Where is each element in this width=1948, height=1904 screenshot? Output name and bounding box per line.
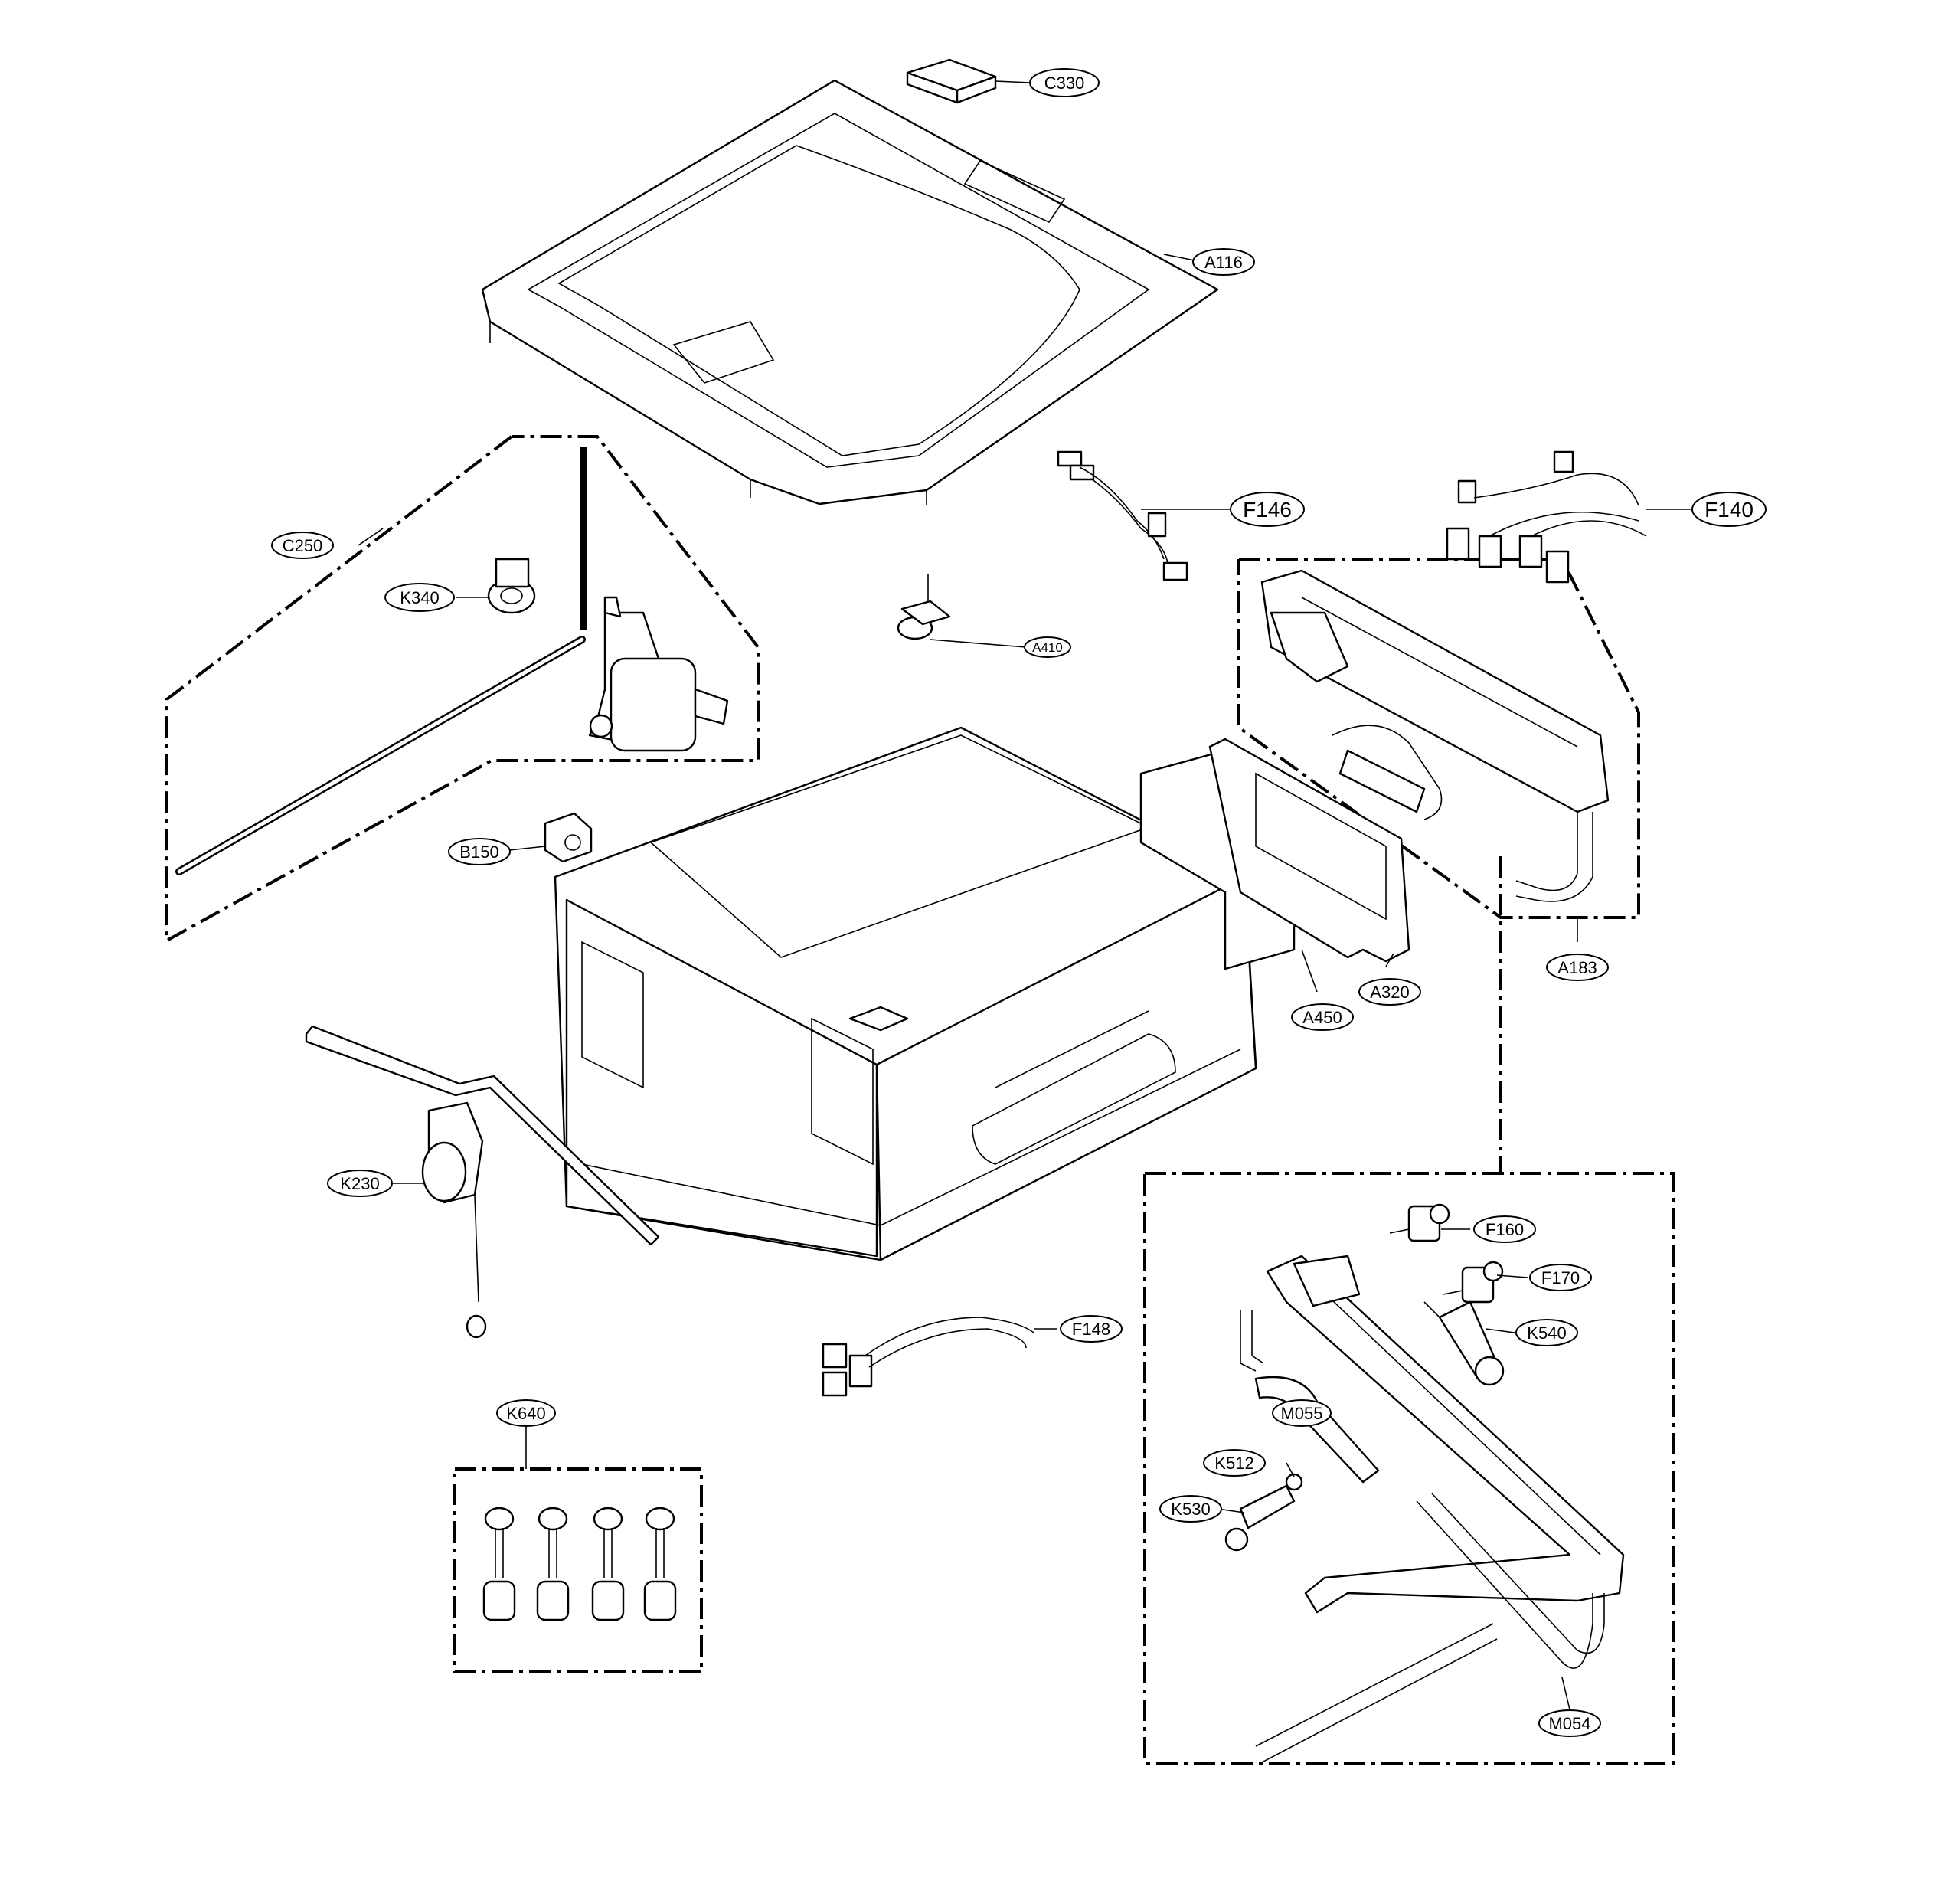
label-f146: F146: [1230, 492, 1305, 527]
sensor-k230-part: [421, 1101, 487, 1339]
svg-text:A320: A320: [1370, 983, 1409, 1002]
svg-text:K230: K230: [340, 1174, 379, 1193]
base-cabinet-part: [554, 726, 1257, 1261]
label-a410: A410: [1024, 636, 1071, 658]
svg-text:B150: B150: [459, 842, 498, 862]
label-f148: F148: [1060, 1315, 1123, 1343]
svg-text:F170: F170: [1541, 1268, 1580, 1287]
label-k540: K540: [1515, 1319, 1578, 1346]
drain-pump-part: [588, 596, 729, 752]
label-f170: F170: [1529, 1264, 1592, 1291]
label-k230: K230: [327, 1170, 393, 1197]
label-c330: C330: [1029, 68, 1100, 97]
hose-m055-part: [1240, 1310, 1380, 1484]
label-b150: B150: [448, 838, 511, 865]
label-f160: F160: [1473, 1215, 1536, 1243]
svg-text:K530: K530: [1171, 1500, 1210, 1519]
dispenser-bridge-m054-part: [1266, 1255, 1625, 1614]
damper-k640-part-1: [482, 1507, 516, 1621]
damper-k640-part-3: [591, 1507, 625, 1621]
svg-text:C250: C250: [283, 536, 323, 555]
svg-text:C330: C330: [1044, 74, 1085, 93]
svg-text:A410: A410: [1032, 640, 1063, 655]
label-a183: A183: [1546, 954, 1609, 981]
svg-text:F146: F146: [1243, 498, 1292, 522]
label-k340: K340: [384, 583, 455, 612]
valve-f160-part: [1389, 1203, 1450, 1242]
label-a116: A116: [1192, 248, 1255, 276]
svg-text:F160: F160: [1486, 1220, 1524, 1239]
svg-text:M055: M055: [1280, 1404, 1322, 1423]
label-k512: K512: [1203, 1449, 1266, 1477]
pressure-switch-k340-part: [487, 558, 536, 614]
group-outline-m054: [1143, 1172, 1675, 1765]
wire-harness-f140-part: [1446, 450, 1647, 584]
label-m054: M054: [1538, 1709, 1601, 1737]
label-k530: K530: [1159, 1495, 1222, 1523]
dispenser-a183-part: [1260, 569, 1610, 902]
svg-text:A450: A450: [1302, 1008, 1342, 1027]
damper-k640-part-4: [643, 1507, 677, 1621]
cap-c330-part: [906, 58, 997, 104]
label-k640: K640: [496, 1399, 556, 1427]
top-cover-part: [481, 79, 1219, 505]
svg-text:A183: A183: [1557, 958, 1597, 977]
wire-harness-f146-part: [1057, 450, 1188, 581]
drain-hose-m054-part: [1255, 1493, 1605, 1762]
rod-k230-part: [305, 1025, 660, 1246]
bellows-k530-part: [1224, 1484, 1296, 1552]
pcb-bracket-a320-part: [1208, 738, 1410, 963]
bellows-k540-part: [1423, 1300, 1505, 1386]
damper-k640-part-2: [536, 1507, 570, 1621]
svg-text:F140: F140: [1704, 498, 1754, 522]
label-a450: A450: [1291, 1003, 1354, 1031]
clamp-k512-part: [1285, 1473, 1303, 1491]
wire-harness-f148-part: [822, 1317, 1034, 1397]
svg-text:M054: M054: [1548, 1714, 1590, 1733]
bracket-b150-part: [544, 812, 593, 863]
label-c250: C250: [271, 532, 334, 559]
svg-text:A116: A116: [1204, 253, 1243, 272]
valve-f170-part: [1443, 1261, 1504, 1304]
group-outline-k640: [453, 1467, 703, 1673]
svg-text:F148: F148: [1072, 1320, 1110, 1339]
label-f140: F140: [1691, 492, 1767, 527]
svg-text:K640: K640: [506, 1404, 545, 1423]
svg-text:K340: K340: [400, 588, 439, 607]
label-a320: A320: [1358, 978, 1421, 1006]
label-m055: M055: [1272, 1399, 1332, 1427]
group-outline-c250: [165, 435, 760, 944]
sensor-a410-part: [897, 574, 951, 640]
rod-c250-part: [175, 636, 586, 875]
svg-text:K512: K512: [1214, 1454, 1253, 1473]
svg-text:K540: K540: [1527, 1323, 1566, 1343]
